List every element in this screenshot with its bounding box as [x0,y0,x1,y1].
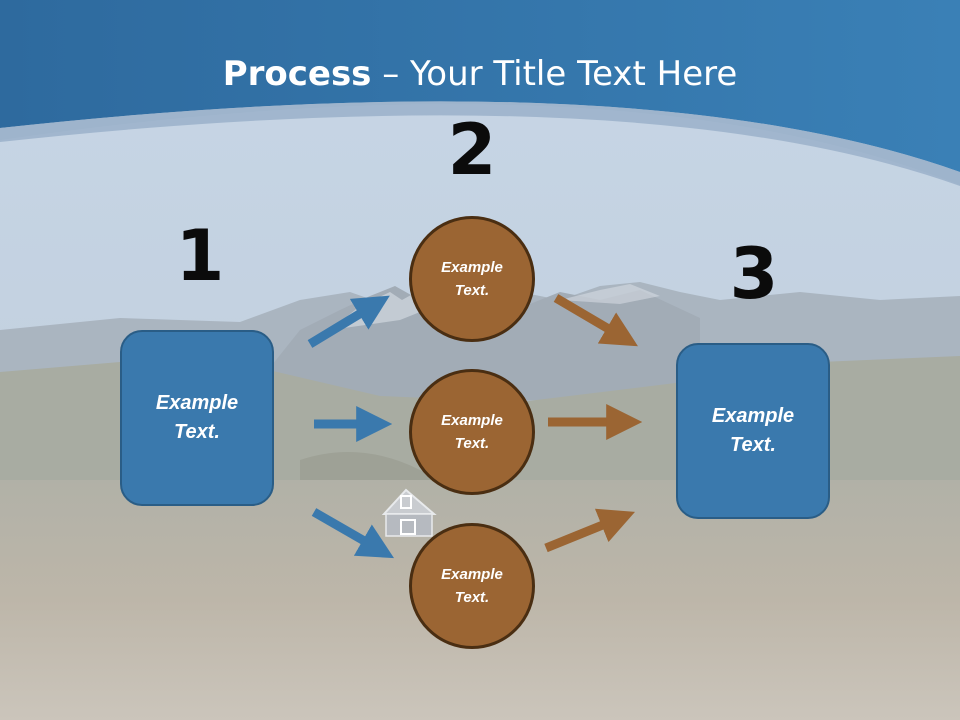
header-accent-stripe [0,101,960,186]
start-box-text: Example Text. [155,392,239,443]
arrow-circle-bottom-to-box [544,508,636,553]
circle-top-text: Example Text. [441,259,503,299]
arrow-box-to-circle-top [307,295,390,348]
snow-caps [560,284,660,304]
start-box: Example Text. [120,330,274,506]
end-box: Example Text. [676,343,830,519]
house-illustration [381,488,437,537]
circle-bottom: Example Text. [409,523,535,649]
title-bold: Process [222,54,372,94]
header-band [0,0,960,172]
circle-middle: Example Text. [409,369,535,495]
arrow-circle-top-to-box [553,294,638,347]
circle-bottom-text: Example Text. [441,566,503,606]
title-rest: – Your Title Text Here [371,54,738,94]
step-number-1: 1 [175,215,225,297]
slide-title: Process – Your Title Text Here [0,52,960,96]
arrow-box-to-circle-bottom [311,508,395,559]
step-number-3: 3 [729,233,779,315]
circle-middle-text: Example Text. [441,412,503,452]
step-number-2: 2 [447,109,497,191]
circle-top: Example Text. [409,216,535,342]
end-box-text: Example Text. [711,405,795,456]
